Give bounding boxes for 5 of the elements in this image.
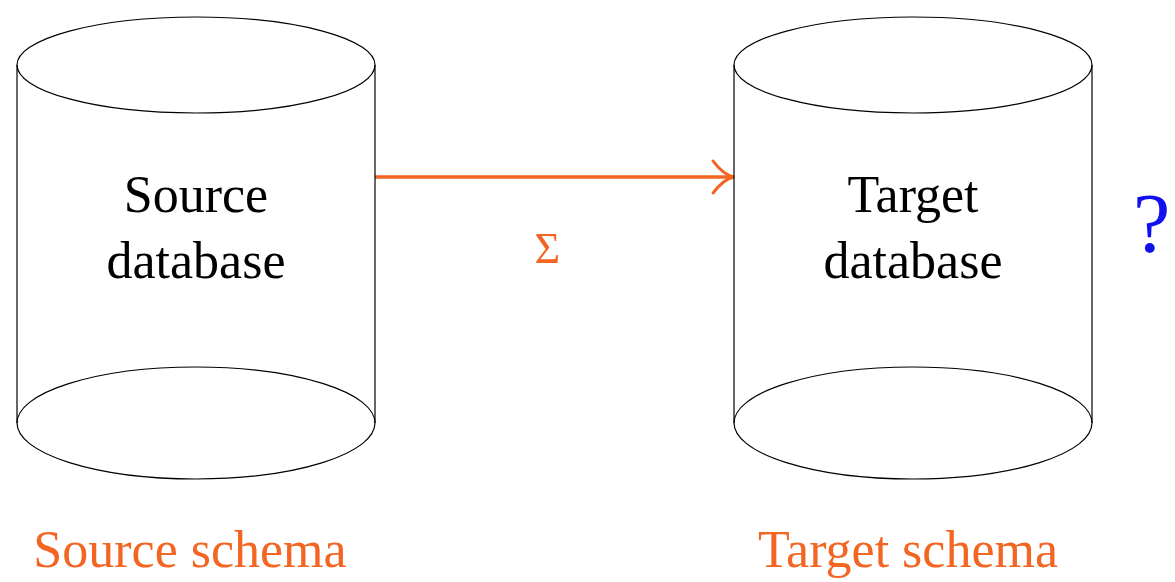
node-label: Target database [822, 165, 1004, 291]
node-label: Source database [105, 165, 287, 291]
question-mark: ? [1133, 182, 1171, 266]
schema-caption: Source schema [32, 520, 348, 579]
schema-caption: Target schema [756, 520, 1059, 579]
